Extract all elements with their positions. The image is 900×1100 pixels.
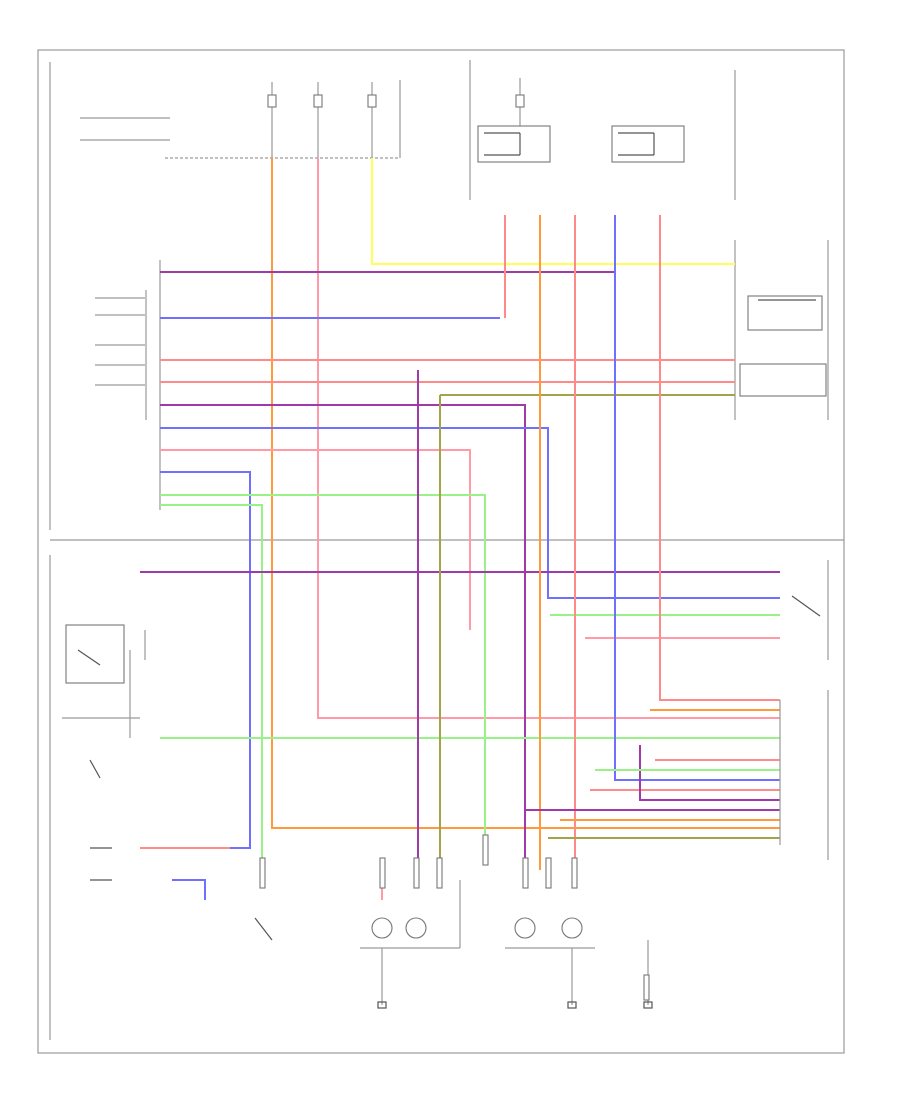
right-headlight-low — [514, 917, 536, 939]
switch-panel — [49, 555, 146, 1040]
relay-left — [477, 125, 551, 163]
fuse-box-group — [80, 60, 736, 200]
wire-layer — [140, 158, 780, 900]
diagram-frame — [37, 49, 845, 1054]
bottom-components — [254, 834, 653, 1009]
left-connector-strip — [49, 62, 844, 541]
relay-right — [611, 125, 685, 163]
right-headlight-high — [561, 917, 583, 939]
right-components — [734, 240, 829, 860]
left-headlight-high — [405, 917, 427, 939]
left-headlight-low — [371, 917, 393, 939]
